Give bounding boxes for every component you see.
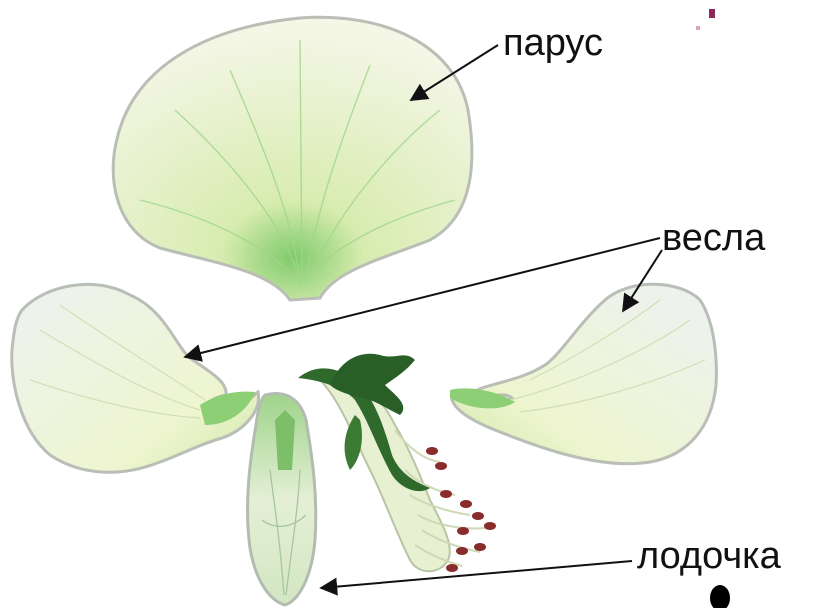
stamens-pistil bbox=[298, 354, 496, 572]
bullet-dot bbox=[710, 585, 730, 608]
standard-petal bbox=[113, 17, 472, 300]
corner-mark bbox=[709, 9, 715, 18]
corner-mark-2 bbox=[696, 26, 700, 30]
arrow-keel bbox=[321, 561, 632, 588]
right-wing-petal bbox=[450, 284, 716, 463]
left-wing-petal bbox=[12, 284, 259, 472]
label-standard: парус bbox=[503, 22, 603, 64]
keel-petal bbox=[248, 394, 316, 605]
label-wings: весла bbox=[662, 217, 766, 259]
label-keel: лодочка bbox=[637, 535, 782, 577]
